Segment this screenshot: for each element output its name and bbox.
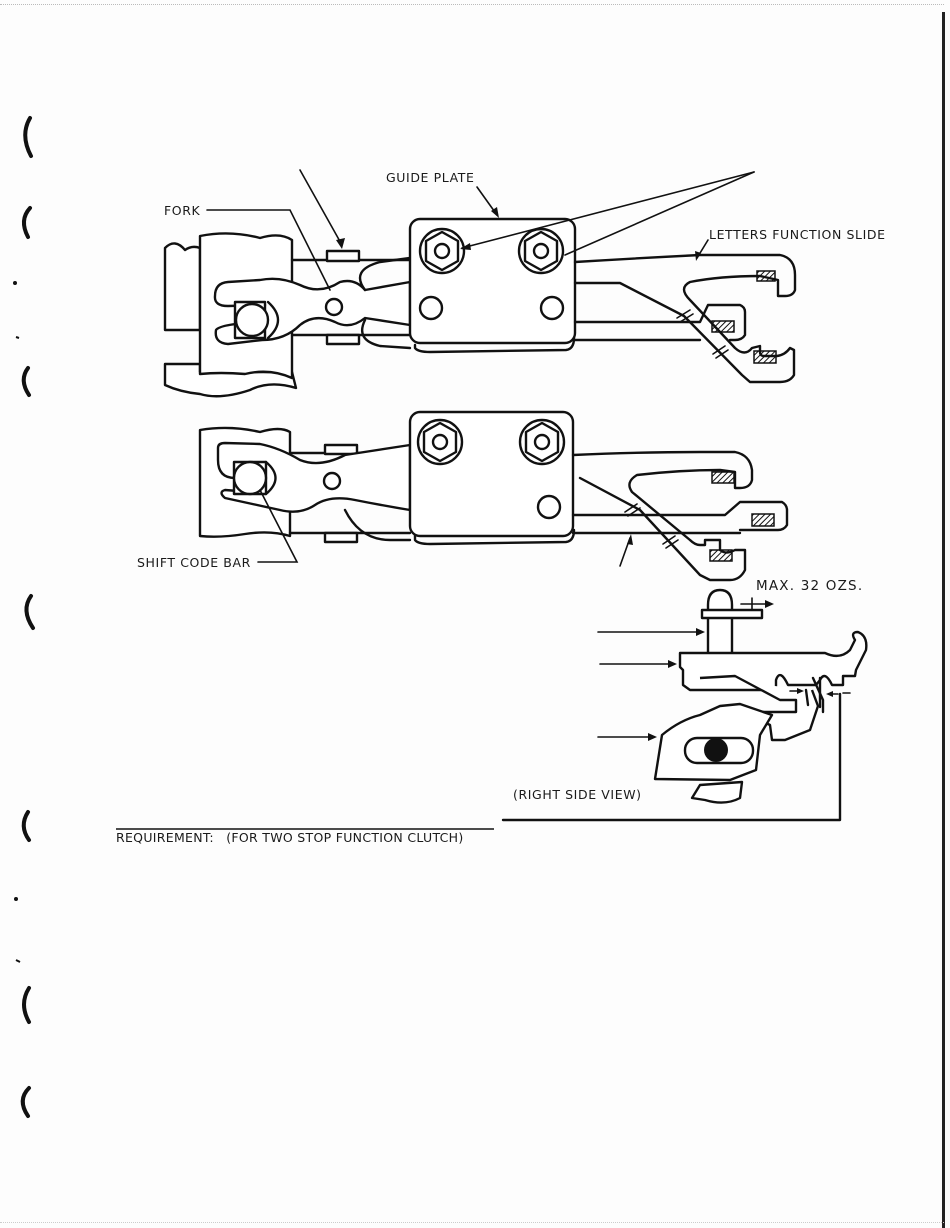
guide-block-bottom [323, 531, 359, 544]
speck [15, 959, 21, 963]
arrowhead [797, 688, 804, 694]
requirement-line: REQUIREMENT: (FOR TWO STOP FUNCTION CLUT… [116, 830, 464, 845]
binder-hole-mark [22, 206, 32, 239]
letters-function-slide [573, 253, 797, 384]
code-bar-roller [234, 302, 270, 338]
right-side-view [501, 588, 868, 822]
guide-block-top [325, 249, 361, 263]
shaft-stub [690, 780, 744, 804]
speck [15, 336, 20, 339]
shift-code-bar-label: SHIFT CODE BAR [137, 555, 251, 570]
hatched-section [709, 549, 733, 562]
nut-leader [564, 171, 755, 256]
max-force-label: MAX. 32 OZS. [756, 578, 864, 594]
arrowhead [695, 251, 701, 261]
arrowhead [336, 238, 345, 249]
casting-broken-left [163, 242, 202, 332]
top-view-upper [163, 217, 797, 398]
arrowhead [460, 243, 471, 250]
nut-hole [431, 433, 449, 451]
stop-arm [811, 676, 825, 714]
arrowhead [491, 207, 499, 218]
fork-pivot-hole [324, 297, 344, 317]
page-top-edge [0, 4, 944, 6]
speck [13, 281, 17, 285]
hatched-section [711, 320, 735, 333]
guide-block-bottom [325, 333, 361, 346]
plate-hole [418, 295, 444, 321]
slide-lower [573, 303, 747, 342]
requirement-label: REQUIREMENT: [116, 830, 214, 845]
binder-hole-mark [23, 116, 33, 158]
binder-hole-mark [24, 594, 35, 630]
guide-plate-label: GUIDE PLATE [386, 170, 475, 185]
arrowhead [648, 733, 657, 741]
roller-cap [264, 460, 277, 496]
plate-hole [539, 295, 565, 321]
break-mark [624, 503, 641, 517]
break-mark [662, 535, 679, 549]
binder-hole-mark [22, 986, 31, 1024]
hatched-section [756, 270, 776, 282]
fork-leader [206, 209, 331, 291]
stop-arm [804, 688, 810, 707]
speck [14, 897, 18, 901]
nut-hole [433, 242, 451, 260]
page-bottom-edge [0, 1222, 944, 1224]
letters-function-slide [571, 450, 754, 582]
right-side-view-caption: (RIGHT SIDE VIEW) [513, 787, 642, 802]
arrowhead [826, 691, 833, 697]
binder-holes [13, 116, 35, 1118]
plate-hole [536, 494, 562, 520]
hex-nut [524, 421, 560, 463]
binder-hole-mark [21, 810, 31, 842]
hatched-section [753, 350, 777, 364]
top-view-lower [198, 410, 789, 582]
break-mark [676, 309, 694, 323]
arrowhead [696, 628, 705, 636]
letters-function-slide-label: LETTERS FUNCTION SLIDE [709, 227, 886, 242]
nut-hole [533, 433, 551, 451]
arrowhead [627, 534, 633, 545]
hatched-section [711, 471, 735, 484]
fork-transition [358, 256, 412, 292]
dimension-line [501, 692, 842, 822]
hatched-section [751, 513, 775, 527]
page-right-edge [942, 12, 945, 1228]
fork-label: FORK [164, 203, 201, 218]
fork-transition [343, 508, 412, 542]
leader-line [299, 169, 343, 246]
spring-post [706, 588, 734, 653]
nut-leader [461, 171, 755, 249]
fork-transition [360, 318, 412, 350]
binder-hole-mark [21, 366, 31, 397]
roller-cap [266, 300, 280, 340]
hex-nut [424, 230, 460, 272]
post-collar [700, 608, 764, 620]
shift-code-bar-leader [257, 489, 299, 563]
requirement-text: (FOR TWO STOP FUNCTION CLUTCH) [226, 830, 464, 845]
break-mark [712, 345, 729, 359]
guide-block-top [323, 443, 359, 456]
slide-middle [571, 500, 789, 532]
cam-pin [704, 738, 728, 762]
shift-code-bar-roller [232, 460, 268, 496]
nut-hole [532, 242, 550, 260]
hex-nut [422, 421, 458, 463]
binder-hole-mark [20, 1086, 31, 1118]
hex-nut [523, 230, 559, 272]
arrowhead [765, 600, 774, 608]
fork-pivot-hole [322, 471, 342, 491]
arrowhead [668, 660, 677, 668]
guide-plate-shadow [413, 528, 576, 546]
guide-plate-shadow [413, 336, 576, 354]
